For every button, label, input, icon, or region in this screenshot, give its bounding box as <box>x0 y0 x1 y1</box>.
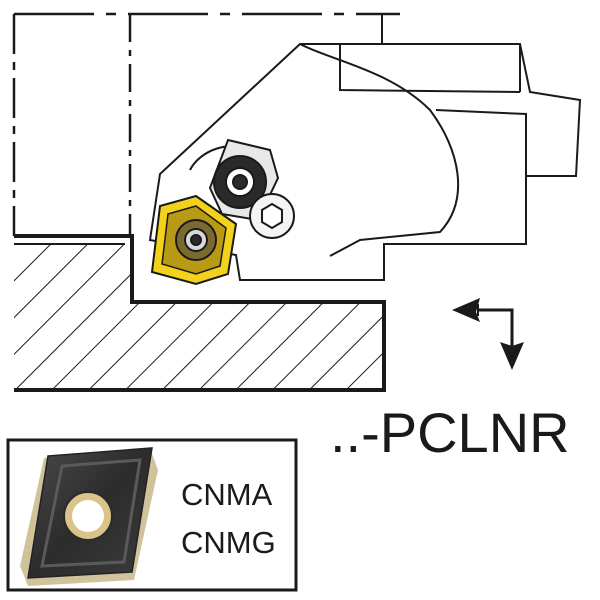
insert-card <box>6 438 298 592</box>
bent-double-arrow-icon <box>452 298 524 370</box>
insert-grade-cnmg: CNMG <box>181 525 276 560</box>
holder-insert <box>150 194 238 286</box>
holder-code-label: ..-PCLNR <box>330 401 570 464</box>
cnmg-insert-image <box>20 447 158 586</box>
hex-socket-icon <box>249 193 295 239</box>
insert-grade-cnma: CNMA <box>181 477 273 512</box>
